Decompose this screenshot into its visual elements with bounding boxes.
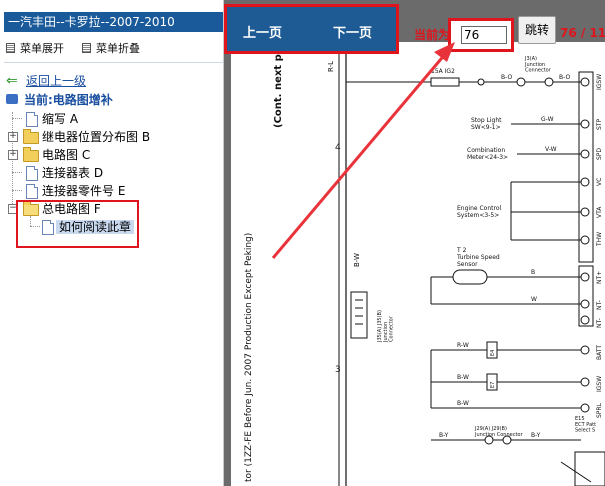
fuse-label: 15A IG2 [431, 68, 455, 75]
menu-expand-button[interactable]: 菜单展开 [6, 40, 64, 56]
schematic-page: tor (1ZZ-FE Before Jun. 2007 Production … [231, 42, 605, 486]
next-page-button[interactable]: 下一页 [333, 26, 373, 41]
list-icon [6, 43, 15, 53]
tree-item-how-to-read[interactable]: 如何阅读此章 [0, 218, 220, 236]
nav-highlight-box: 上一页 下一页 [224, 4, 399, 54]
wire-label: G-W [541, 116, 554, 123]
grid-number: 4 [335, 143, 341, 153]
folder-icon [23, 147, 39, 162]
tree-item-abbreviation[interactable]: 缩写 A [0, 110, 220, 128]
pin-code: STP [596, 119, 603, 130]
tree-item-relay-location[interactable]: + 继电器位置分布图 B [8, 129, 151, 144]
top-caption: (Cont. next pa [273, 48, 284, 128]
wire-label: R-L [327, 61, 335, 72]
computer-icon [6, 94, 18, 104]
page-toolbar: 上一页 下一页 当前为 跳转 76 / 119 [224, 4, 605, 54]
page-icon [42, 220, 54, 235]
connector-tag: E7 [490, 382, 496, 388]
wiring-diagram: tor (1ZZ-FE Before Jun. 2007 Production … [244, 48, 605, 486]
pin-code: VTA [596, 206, 603, 218]
wire-label: B-Y [531, 432, 541, 439]
back-arrow-icon: ⇐ [6, 73, 18, 89]
wire-label: B-O [501, 74, 512, 81]
pin-code: IGSW [596, 376, 603, 392]
side-caption: tor (1ZZ-FE Before Jun. 2007 Production … [244, 233, 254, 482]
wire-label: B-W [457, 400, 469, 407]
wire-label: R-W [457, 342, 469, 349]
tree-item-overall-circuit[interactable]: − 总电路图 F [8, 201, 101, 216]
tree-item-connector-table[interactable]: 连接器表 D [0, 164, 220, 182]
pin-code: THW [596, 232, 603, 247]
annotation-highlight-box [16, 200, 139, 248]
pin-code: NT- [596, 318, 603, 328]
page-count: 76 / 119 [560, 26, 605, 40]
tree-line [30, 226, 40, 227]
connector-tag: E4 [490, 350, 496, 356]
divider [4, 62, 223, 63]
menu-collapse-button[interactable]: 菜单折叠 [82, 40, 140, 56]
wire-label: B-O [559, 74, 570, 81]
folder-icon [23, 129, 39, 144]
pin-code: SPD [596, 148, 603, 160]
pin-code: NT+ [596, 271, 603, 284]
current-page-label: 当前为 [414, 28, 451, 42]
expand-icon[interactable]: + [8, 149, 18, 160]
wire-label: B-W [457, 374, 469, 381]
page-number-input[interactable] [461, 26, 507, 44]
go-button[interactable]: 跳转 [518, 16, 556, 44]
pin-code: SPRL [596, 402, 603, 418]
tree-line [12, 172, 22, 173]
open-folder-icon [23, 201, 39, 216]
tree-line [12, 190, 22, 191]
prev-page-button[interactable]: 上一页 [243, 26, 283, 41]
wire-label: B-Y [439, 432, 449, 439]
grid-number: 3 [335, 365, 341, 375]
page-icon [26, 112, 38, 127]
tree-item-connector-parts[interactable]: 连接器零件号 E [0, 182, 220, 200]
pin-code: BATT [596, 345, 603, 360]
list-icon [82, 43, 91, 53]
junction-label: J29(A) J29(B)Junction Connector [474, 426, 523, 438]
tree-line [30, 216, 31, 226]
pin-code: NT- [596, 300, 603, 310]
page-icon [26, 184, 38, 199]
app-title: 一汽丰田--卡罗拉--2007-2010 [4, 12, 223, 32]
left-panel: 一汽丰田--卡罗拉--2007-2010 菜单展开 菜单折叠 ⇐ 返回上一级 当… [0, 0, 224, 486]
wire-label: V-W [545, 146, 557, 153]
junction-label: J35(A) J35(B)JunctionConnector [377, 310, 395, 343]
wire-label: W [531, 296, 537, 303]
page-icon [26, 166, 38, 181]
tree-line [12, 118, 22, 119]
document-viewer: tor (1ZZ-FE Before Jun. 2007 Production … [224, 0, 605, 486]
wire-label: B [531, 269, 535, 276]
wire-label: B-W [353, 253, 361, 267]
tree-line [12, 112, 13, 210]
tree-item-circuit-diagram[interactable]: + 电路图 C [8, 147, 91, 162]
pin-code: VC [596, 178, 603, 186]
page-input-highlight-box [448, 18, 514, 52]
pin-code: IGSW [596, 74, 603, 90]
expand-icon[interactable]: + [8, 131, 18, 142]
